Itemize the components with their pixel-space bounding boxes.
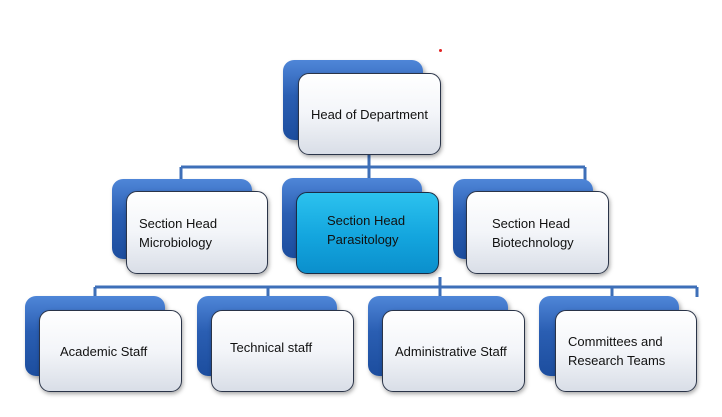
node-technical-staff-label: Technical staff xyxy=(230,340,313,355)
node-section-microbiology-label: Section Head Microbiology xyxy=(139,215,218,250)
node-section-biotechnology-label: Section Head Biotechnology xyxy=(492,215,574,250)
node-section-parasitology-label: Section Head Parasitology xyxy=(327,213,406,247)
red-dot-mark xyxy=(439,49,442,52)
node-head-label: Head of Department xyxy=(310,106,429,122)
node-administrative-staff-label: Administrative Staff xyxy=(395,343,507,359)
node-academic-staff-label: Academic Staff xyxy=(60,343,148,359)
node-committees-research-label: Committees and Research Teams xyxy=(568,334,666,368)
